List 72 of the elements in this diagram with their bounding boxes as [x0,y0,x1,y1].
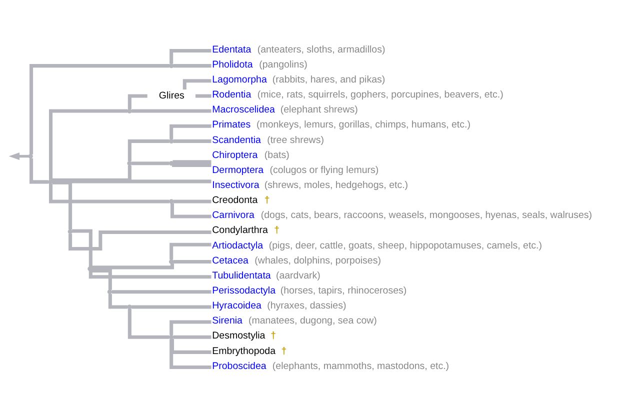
node-text: Embrythopoda † [212,345,287,356]
connector [128,94,148,108]
node-text: Perissodactyla (horses, tapirs, rhinoceroses) [212,284,407,296]
connector [132,304,212,308]
node-text: Pholidota (pangolins) [212,58,308,70]
connector [90,268,112,290]
node-text: Condylarthra † [212,224,280,236]
connector [172,160,212,164]
node-text: Creodonta † [212,194,270,206]
connector [128,308,170,338]
connector [170,320,212,335]
node-point [88,266,92,271]
node-text: Primates (monkeys, lemurs, gorillas, chimps, humans, etc.) [212,119,470,130]
node-text: Lagomorpha (rabbits, hares, and pikas) [212,74,386,85]
connector [170,242,212,260]
node-point [127,160,132,166]
connector [173,138,212,142]
node-text: Chiroptera (bats) [212,149,290,160]
node-point [28,153,33,158]
node-point [168,62,174,68]
node-text: Artiodactyla (pigs, deer, cattle, goats, sheep, hippopotamuses, camels, etc.) [212,240,542,251]
connector [72,228,92,267]
node-text: Tubulidentata (aardvark) [212,270,320,281]
node-text: Carnivora (dogs, cats, bears, raccoons, weasels, mongooses, hyenas, seals, walruses) [212,210,592,221]
node-text: Glires [158,90,184,101]
connector [173,259,212,264]
connector [108,293,128,308]
connector [132,108,212,112]
node-text: Insectivora (shrews, moles, hedgehogs, etc.) [212,179,408,190]
arrow [8,152,28,160]
node-text: Cetacea (whales, dolphins, porpoises) [212,254,381,266]
node-text: Hyracoidea (hyraxes, dassies) [212,300,346,312]
connector [128,138,170,161]
connector [182,78,212,89]
node-point [168,160,174,166]
node-text: Dermoptera (colugos or flying lemurs) [212,164,379,176]
node-point [168,258,174,264]
connector [49,184,170,203]
node-point [127,108,132,113]
node-point [168,198,174,204]
connector [52,180,72,229]
connector [173,334,212,338]
node-point [107,289,112,294]
connector [170,202,212,218]
connector [170,338,212,354]
node-text: Macroscelidea (elephant shrews) [212,104,358,116]
connector [173,64,212,68]
connector [30,158,48,184]
node-text: Edentata (anteaters, sloths, armadillos) [212,44,386,55]
node-point [68,228,73,234]
node-text: Scandentia (tree shrews) [212,134,324,146]
node-point [168,334,174,339]
connector [172,162,212,166]
connector [195,94,212,98]
connector [91,263,174,269]
connector [88,270,212,278]
node-point [48,179,53,184]
connector [170,48,212,64]
connector [173,199,212,203]
node-text: Proboscidea (elephants, mammoths, mastodons, etc.) [212,360,450,372]
connector [112,290,212,294]
node-point [168,138,174,144]
connector [51,164,132,182]
connector [30,64,170,154]
node-text: Rodentia (mice, rats, squirrels, gophers, porcupines, beavers, etc.) [212,89,504,100]
connector [170,338,212,369]
node-point [127,304,132,309]
node-text: Desmostylia † [212,330,276,342]
node-text: Sirenia (manatees, dugong, sea cow) [212,315,377,326]
connector [170,124,212,139]
connector [49,108,128,180]
connector [132,161,170,165]
